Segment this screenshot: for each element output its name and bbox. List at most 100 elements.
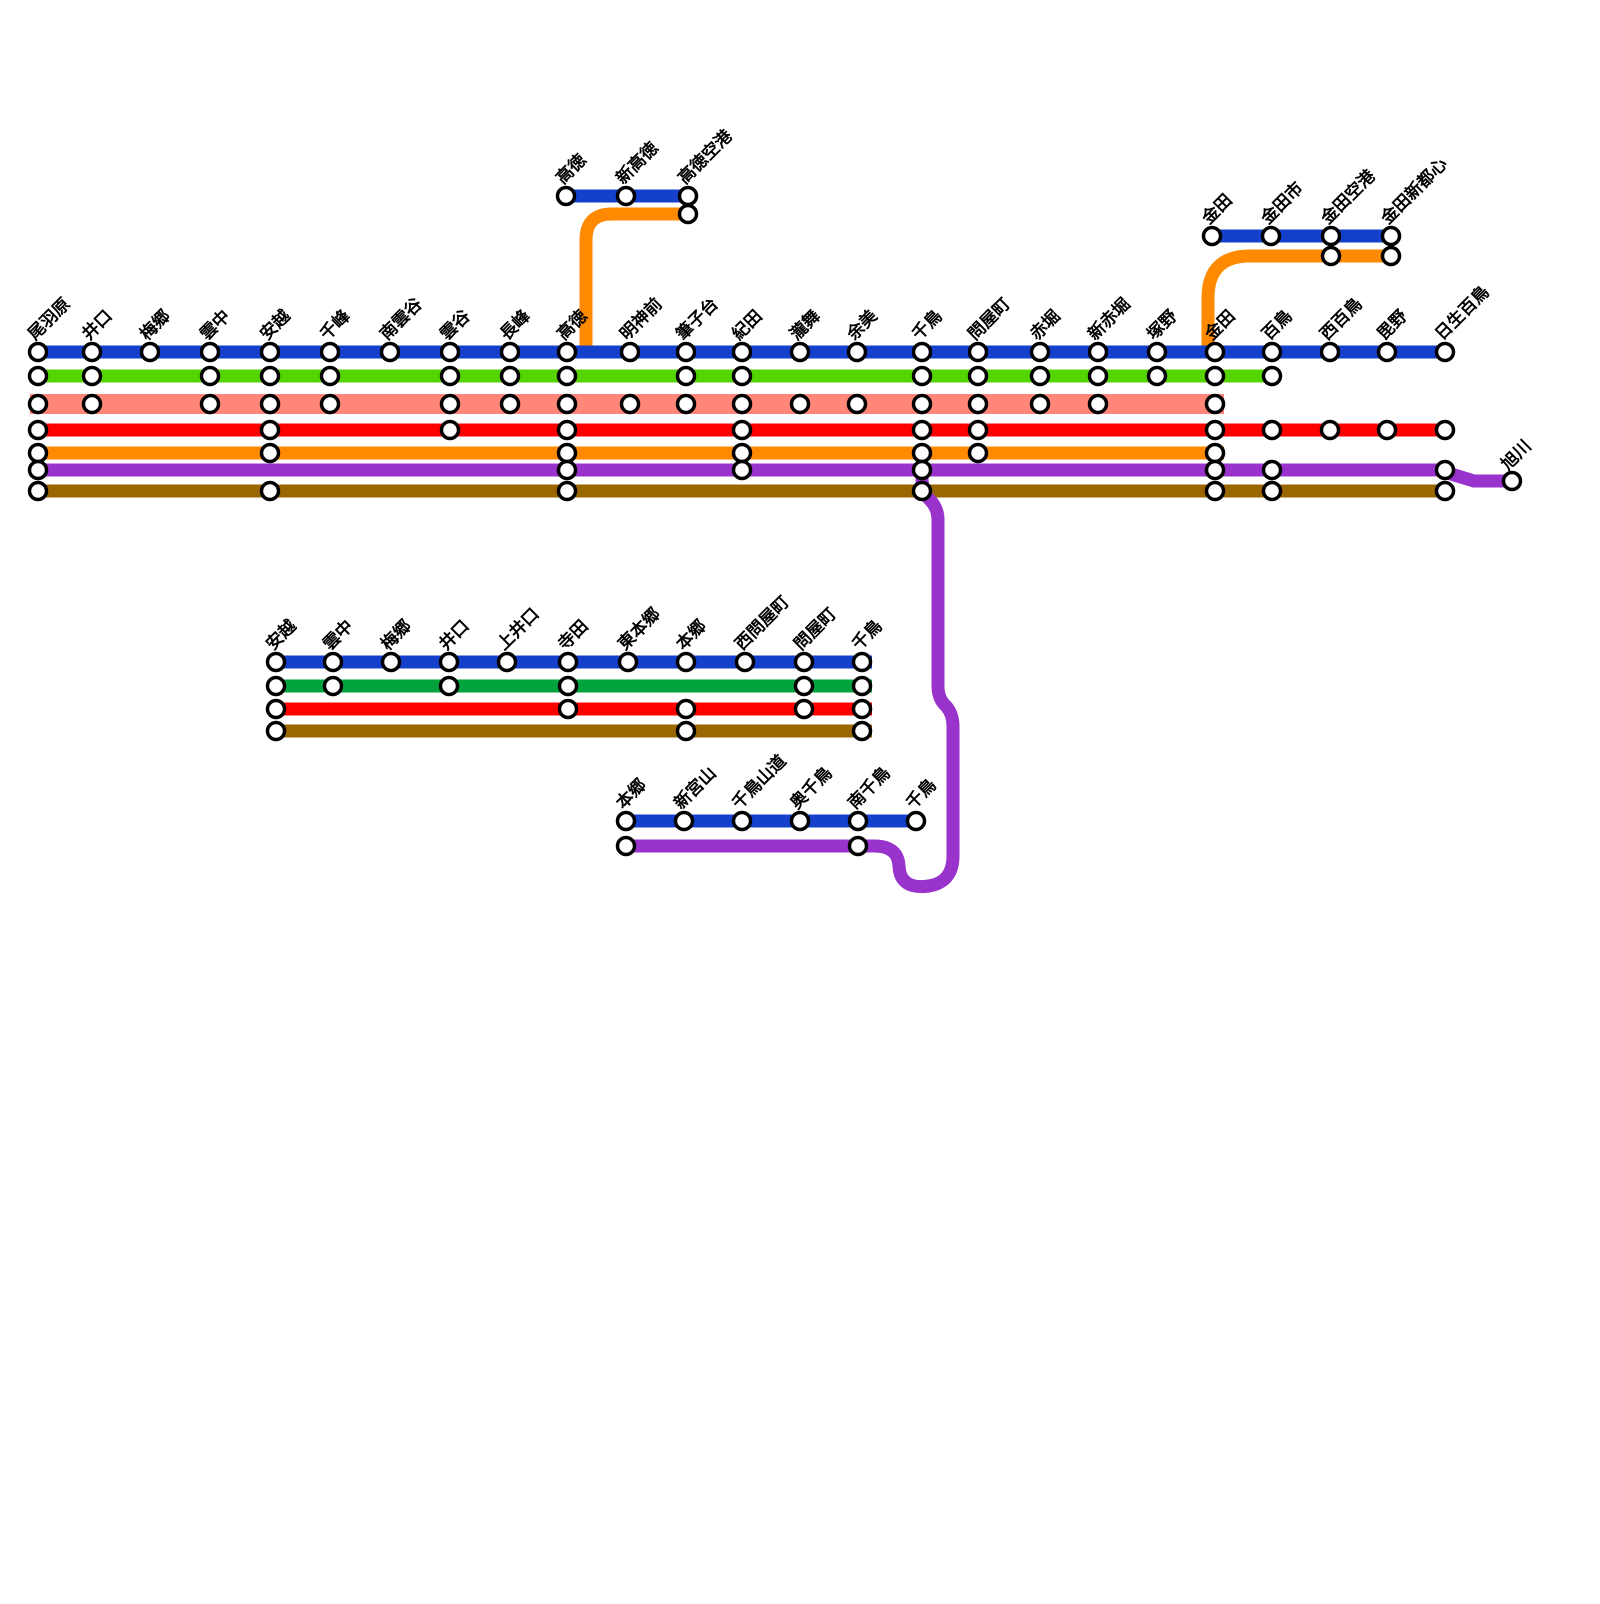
station-dot[interactable]	[27, 393, 49, 415]
station-dot[interactable]	[851, 720, 873, 742]
station-dot[interactable]	[1434, 419, 1456, 441]
station-dot[interactable]	[1204, 393, 1226, 415]
station-dot[interactable]	[1204, 442, 1226, 464]
station-dot[interactable]	[1261, 365, 1283, 387]
station-dot[interactable]	[81, 341, 103, 363]
station-dot[interactable]	[677, 203, 699, 225]
station-dot[interactable]	[731, 365, 753, 387]
station-dot[interactable]	[556, 365, 578, 387]
station-dot[interactable]	[265, 698, 287, 720]
station-dot[interactable]	[1029, 341, 1051, 363]
station-dot[interactable]	[1029, 365, 1051, 387]
station-dot[interactable]	[911, 341, 933, 363]
station-dot[interactable]	[619, 341, 641, 363]
station-dot[interactable]	[617, 651, 639, 673]
station-dot[interactable]	[731, 442, 753, 464]
station-dot[interactable]	[499, 365, 521, 387]
station-dot[interactable]	[1319, 419, 1341, 441]
station-dot[interactable]	[793, 675, 815, 697]
station-dot[interactable]	[557, 651, 579, 673]
station-dot[interactable]	[199, 341, 221, 363]
station-dot[interactable]	[556, 341, 578, 363]
station-dot[interactable]	[1204, 419, 1226, 441]
station-dot[interactable]	[911, 459, 933, 481]
station-dot[interactable]	[789, 810, 811, 832]
station-dot[interactable]	[675, 365, 697, 387]
station-dot[interactable]	[259, 393, 281, 415]
station-dot[interactable]	[319, 341, 341, 363]
station-dot[interactable]	[439, 419, 461, 441]
station-dot[interactable]	[439, 341, 461, 363]
station-dot[interactable]	[673, 810, 695, 832]
station-dot[interactable]	[967, 419, 989, 441]
station-dot[interactable]	[1204, 365, 1226, 387]
station-dot[interactable]	[911, 480, 933, 502]
station-dot[interactable]	[1146, 341, 1168, 363]
station-dot[interactable]	[675, 651, 697, 673]
station-dot[interactable]	[557, 698, 579, 720]
station-dot[interactable]	[675, 720, 697, 742]
station-dot[interactable]	[615, 185, 637, 207]
station-dot[interactable]	[1261, 459, 1283, 481]
station-dot[interactable]	[1376, 341, 1398, 363]
station-dot[interactable]	[731, 459, 753, 481]
station-dot[interactable]	[851, 675, 873, 697]
station-dot[interactable]	[1320, 245, 1342, 267]
station-dot[interactable]	[1376, 419, 1398, 441]
station-dot[interactable]	[734, 651, 756, 673]
station-dot[interactable]	[499, 341, 521, 363]
station-dot[interactable]	[905, 810, 927, 832]
station-dot[interactable]	[556, 442, 578, 464]
station-dot[interactable]	[615, 810, 637, 832]
station-dot[interactable]	[789, 341, 811, 363]
station-dot[interactable]	[259, 419, 281, 441]
station-dot[interactable]	[27, 480, 49, 502]
station-dot[interactable]	[259, 480, 281, 502]
station-dot[interactable]	[1204, 341, 1226, 363]
station-dot[interactable]	[731, 419, 753, 441]
station-dot[interactable]	[557, 675, 579, 697]
station-dot[interactable]	[379, 341, 401, 363]
station-dot[interactable]	[265, 675, 287, 697]
station-dot[interactable]	[1260, 225, 1282, 247]
station-dot[interactable]	[911, 419, 933, 441]
station-dot[interactable]	[1380, 225, 1402, 247]
station-dot[interactable]	[1319, 341, 1341, 363]
station-dot[interactable]	[675, 341, 697, 363]
station-dot[interactable]	[789, 393, 811, 415]
station-dot[interactable]	[1204, 459, 1226, 481]
station-dot[interactable]	[322, 675, 344, 697]
station-dot[interactable]	[499, 393, 521, 415]
station-dot[interactable]	[27, 459, 49, 481]
station-dot[interactable]	[731, 341, 753, 363]
station-dot[interactable]	[439, 393, 461, 415]
station-dot[interactable]	[731, 393, 753, 415]
station-dot[interactable]	[380, 651, 402, 673]
station-dot[interactable]	[1434, 341, 1456, 363]
station-dot[interactable]	[1261, 341, 1283, 363]
station-dot[interactable]	[1434, 480, 1456, 502]
station-dot[interactable]	[556, 480, 578, 502]
station-dot[interactable]	[731, 810, 753, 832]
station-dot[interactable]	[27, 341, 49, 363]
station-dot[interactable]	[27, 365, 49, 387]
station-dot[interactable]	[793, 651, 815, 673]
station-dot[interactable]	[619, 393, 641, 415]
station-dot[interactable]	[846, 341, 868, 363]
station-dot[interactable]	[967, 442, 989, 464]
station-dot[interactable]	[438, 651, 460, 673]
station-dot[interactable]	[556, 419, 578, 441]
station-dot[interactable]	[851, 651, 873, 673]
station-dot[interactable]	[439, 365, 461, 387]
station-dot[interactable]	[322, 651, 344, 673]
station-dot[interactable]	[27, 419, 49, 441]
station-dot[interactable]	[555, 185, 577, 207]
station-dot[interactable]	[259, 365, 281, 387]
station-dot[interactable]	[846, 393, 868, 415]
station-dot[interactable]	[438, 675, 460, 697]
station-dot[interactable]	[1261, 480, 1283, 502]
station-dot[interactable]	[967, 341, 989, 363]
station-dot[interactable]	[319, 393, 341, 415]
station-dot[interactable]	[967, 365, 989, 387]
station-dot[interactable]	[1087, 393, 1109, 415]
